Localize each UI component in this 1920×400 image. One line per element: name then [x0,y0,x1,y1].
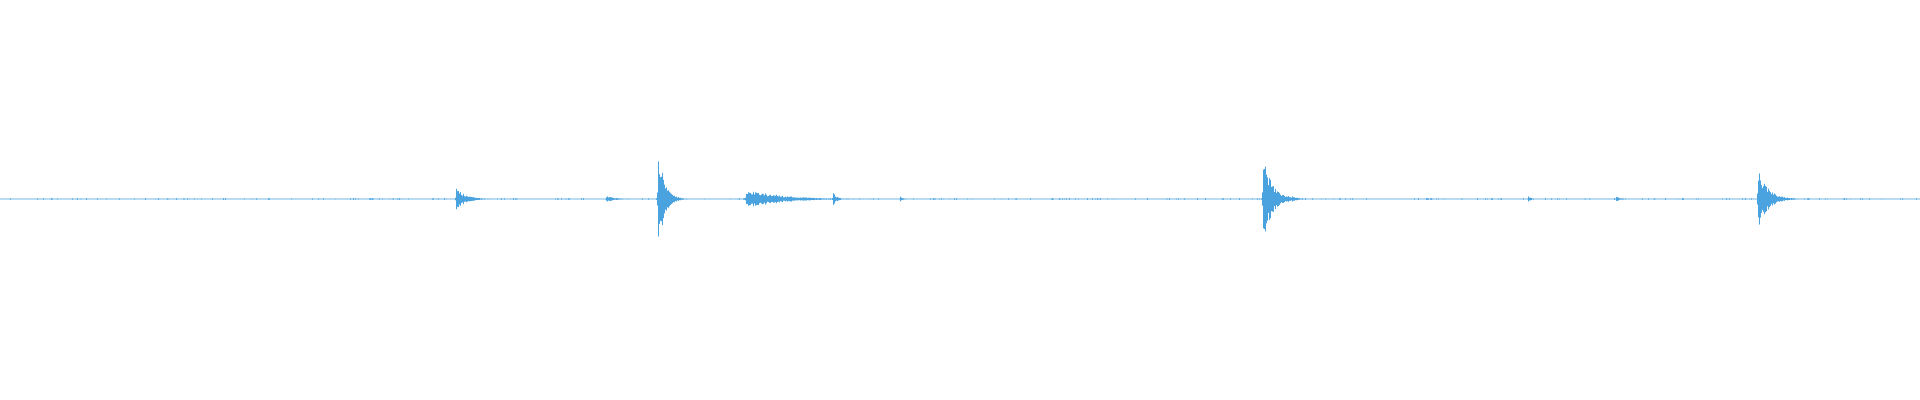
waveform-signal [0,161,1920,237]
